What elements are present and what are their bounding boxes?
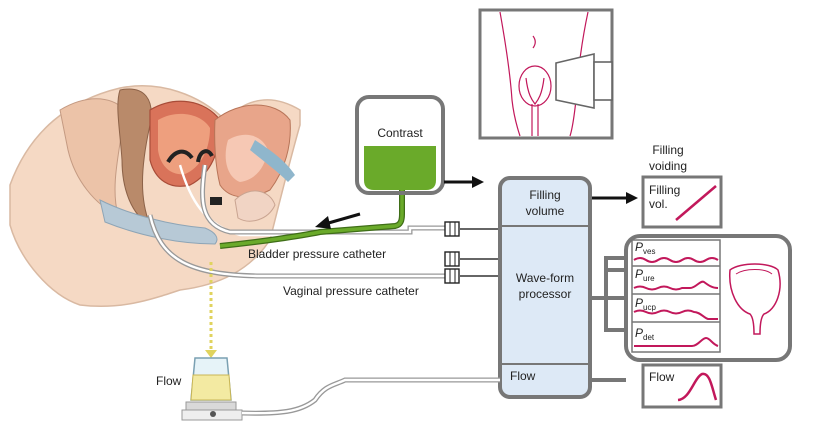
trace-label-ure: Pure <box>635 267 655 283</box>
trace-label-det: Pdet <box>635 326 655 342</box>
trace-ves <box>633 257 719 263</box>
bladder-outline-icon <box>729 263 781 335</box>
waveform-processor-unit: Filling volume Wave-form processor Flow <box>498 176 592 399</box>
filling-vol-label-1: Filling <box>649 183 680 197</box>
uroflowmeter: Flow <box>156 262 500 421</box>
flow-graph: Flow <box>590 363 723 409</box>
pressure-bracket <box>590 256 626 332</box>
patient-position-inset <box>478 8 614 140</box>
filling-vol-label-2: vol. <box>649 197 668 211</box>
contrast-reservoir: Contrast <box>355 95 445 195</box>
waveform-label-2: processor <box>519 287 572 301</box>
waveform-label-1: Wave-form <box>516 271 574 285</box>
flow-beaker-label: Flow <box>156 374 182 388</box>
filling-voiding-label-1: Filling <box>652 143 683 157</box>
trace-ure <box>633 280 719 291</box>
trace-label-ucp: Pucp <box>635 296 656 312</box>
pelvic-anatomy-illustration <box>9 85 301 308</box>
pressure-traces-panel: Pves Pure Pucp Pdet <box>624 234 792 362</box>
trace-ucp <box>633 309 718 320</box>
trace-det <box>634 336 719 347</box>
flow-graph-label: Flow <box>649 370 675 384</box>
tube-connectors <box>444 221 500 284</box>
contrast-to-processor-arrow <box>444 176 484 188</box>
bladder-catheter-label: Bladder pressure catheter <box>248 247 386 261</box>
trace-label-ves: Pves <box>635 240 655 256</box>
contrast-flow-arrow <box>315 212 361 229</box>
catheter-tubes <box>147 164 445 279</box>
filling-volume-graph: Filling vol. <box>641 175 723 229</box>
filling-voiding-label-2: voiding <box>649 159 687 173</box>
processor-to-filling-arrow <box>592 192 638 204</box>
filling-volume-label-2: volume <box>526 204 565 218</box>
vaginal-catheter-label: Vaginal pressure catheter <box>283 284 419 298</box>
flow-processor-label: Flow <box>510 369 536 383</box>
contrast-label: Contrast <box>377 126 423 140</box>
filling-volume-label-1: Filling <box>529 188 560 202</box>
